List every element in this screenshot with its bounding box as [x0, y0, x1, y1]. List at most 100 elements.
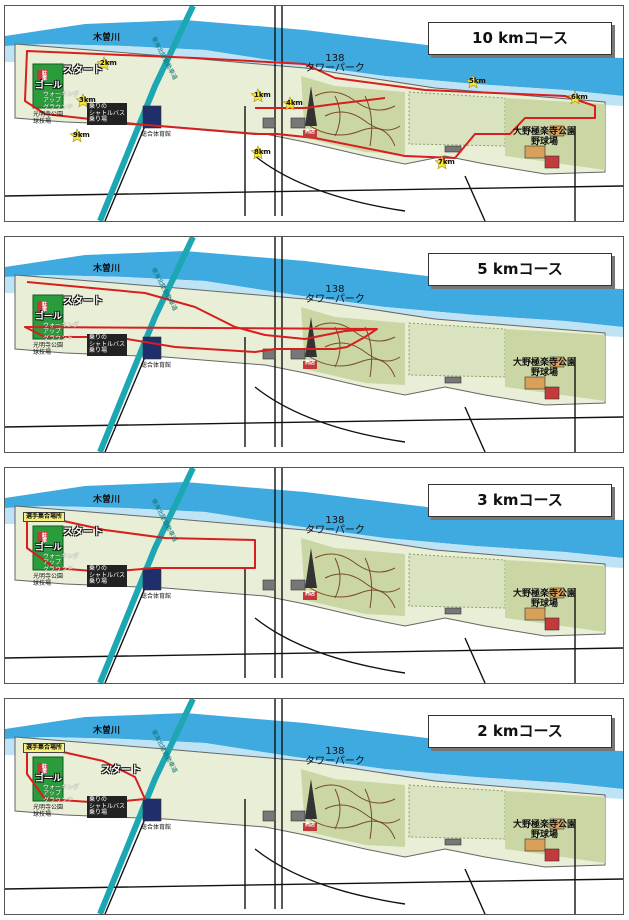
river-label: 木曽川 [93, 726, 121, 736]
tower-park-label: 138 タワーパーク [305, 746, 365, 767]
tower-park-green [301, 769, 405, 847]
goal-label: ゴール [35, 774, 63, 784]
km-marker-star [250, 145, 266, 160]
km-marker-star [250, 88, 266, 103]
parking-sign: 駐車 [41, 302, 47, 313]
gym-label: 総合体育館 [141, 593, 172, 600]
km-marker-label: 3km [79, 96, 96, 104]
stand-building [37, 532, 47, 542]
stand-building [37, 301, 47, 311]
river-label: 木曽川 [93, 495, 121, 505]
river-kiso [5, 713, 623, 789]
walking-ground-label: ウォーキング アップ グラウンド [43, 784, 79, 804]
koumyoji-ballpark-label: 光明寺公園 球技場 [33, 573, 64, 587]
km-marker-star [567, 90, 583, 105]
gym-label: 総合体育館 [141, 362, 172, 369]
start-label: スタート [63, 296, 103, 307]
course-title: 2 kmコース [428, 715, 612, 748]
tower-park-label: 138 タワーパーク [305, 53, 365, 74]
map-canvas [5, 468, 623, 683]
assembly-point-label: 選手集合場所 [23, 512, 66, 522]
walking-ground-label: ウォーキング アップ グラウンド [43, 553, 79, 573]
shop-sign: 売店 [303, 130, 317, 138]
buildings [142, 105, 565, 169]
shop-sign: 売店 [303, 823, 317, 831]
tower-138-icon [305, 548, 317, 588]
km-marker-label: 8km [254, 148, 271, 156]
km-marker-label: 4km [286, 99, 303, 107]
koumyoji-ballpark-label: 光明寺公園 球技場 [33, 111, 64, 125]
open-field [408, 784, 506, 840]
stand-building [37, 763, 47, 773]
goal-label: ゴール [35, 312, 63, 322]
km-marker-label: 6km [571, 93, 588, 101]
ballpark-label: 大野極楽寺公園 野球場 [513, 820, 577, 840]
km-marker-label: 9km [73, 131, 90, 139]
km-marker-label: 7km [438, 158, 455, 166]
river-kiso [5, 482, 623, 558]
stand-building [37, 70, 47, 80]
parking-sign: 駐車 [41, 533, 47, 544]
course-route [24, 281, 378, 353]
river-label: 木曽川 [93, 264, 121, 274]
shuttle-bus-label: 乗りの シャトルバス 乗り場 [87, 565, 128, 587]
walking-trails [309, 553, 401, 609]
course-map-panel: 5 kmコース 木曽川 138 タワーパーク大野極楽寺公園 野球場 スタートゴールウォ… [4, 236, 624, 453]
km-marker-star [282, 96, 298, 111]
tower-park-green [301, 76, 405, 154]
river-label: 木曽川 [93, 33, 121, 43]
koumyoji-ballpark-label: 光明寺公園 球技場 [33, 804, 64, 818]
assembly-point-label: 選手集合場所 [23, 743, 66, 753]
gym-label: 総合体育館 [141, 131, 172, 138]
koumyoji-ballpark-label: 光明寺公園 球技場 [33, 342, 64, 356]
shop-sign: 売店 [303, 361, 317, 369]
expressway [97, 699, 196, 914]
course-route [26, 512, 256, 573]
goal-label: ゴール [35, 543, 63, 553]
km-marker-star [69, 128, 85, 143]
km-marker-label: 5km [469, 77, 486, 85]
shuttle-bus-label: 乗りの シャトルバス 乗り場 [87, 334, 128, 356]
tower-138-icon [305, 86, 317, 126]
km-marker-label: 1km [254, 91, 271, 99]
shop-sign: 売店 [303, 592, 317, 600]
start-label: スタート [101, 765, 141, 776]
parking-sign: 駐車 [41, 764, 47, 775]
ballpark-label: 大野極楽寺公園 野球場 [513, 589, 577, 609]
course-title: 3 kmコース [428, 484, 612, 517]
tower-park-label: 138 タワーパーク [305, 284, 365, 305]
walking-trails [309, 784, 401, 840]
buildings [142, 567, 565, 631]
goal-label: ゴール [35, 81, 63, 91]
km-marker-star [434, 155, 450, 170]
shuttle-bus-label: 乗りの シャトルバス 乗り場 [87, 796, 128, 818]
tower-park-label: 138 タワーパーク [305, 515, 365, 536]
course-map-panel: 2 kmコース 木曽川 138 タワーパーク大野極楽寺公園 野球場 スタートゴールウォ… [4, 698, 624, 915]
km-marker-star [465, 74, 481, 89]
course-title: 10 kmコース [428, 22, 612, 55]
km-marker-label: 2km [100, 59, 117, 67]
course-route [24, 50, 596, 159]
expressway [97, 237, 196, 452]
expressway [97, 6, 196, 221]
walking-ground-label: ウォーキング アップ グラウンド [43, 322, 79, 342]
ballpark-label: 大野極楽寺公園 野球場 [513, 127, 577, 147]
tower-138-icon [305, 779, 317, 819]
buildings [142, 798, 565, 862]
course-title: 5 kmコース [428, 253, 612, 286]
open-field [408, 553, 506, 609]
tower-park-green [301, 307, 405, 385]
shuttle-bus-label: 乗りの シャトルバス 乗り場 [87, 103, 128, 125]
expressway [97, 468, 196, 683]
gym-label: 総合体育館 [141, 824, 172, 831]
map-canvas [5, 699, 623, 914]
km-marker-star [96, 56, 112, 71]
river-kiso [5, 251, 623, 327]
open-field [408, 91, 506, 147]
river-kiso [5, 20, 623, 96]
map-canvas [5, 6, 623, 221]
parking-sign: 駐車 [41, 71, 47, 82]
ballpark-label: 大野極楽寺公園 野球場 [513, 358, 577, 378]
